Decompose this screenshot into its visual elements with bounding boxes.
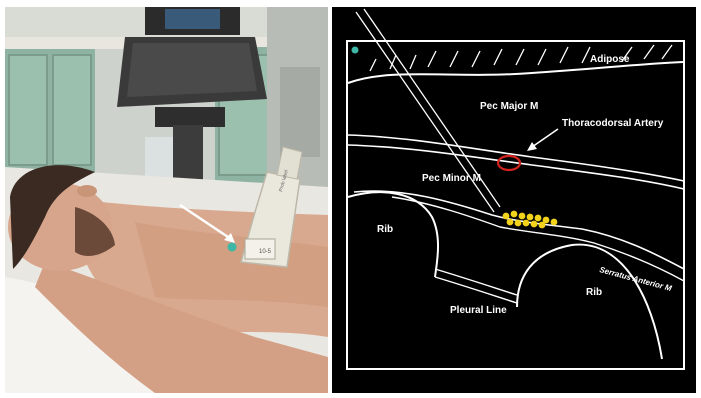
image-frame <box>347 41 684 369</box>
label-pleural-line: Pleural Line <box>450 305 507 316</box>
label-thoracodorsal-artery: Thoracodorsal Artery <box>562 118 663 129</box>
artery-pointer-head <box>527 142 537 151</box>
pec-minor-fascia <box>348 145 684 189</box>
pleural-line-lower <box>435 277 517 303</box>
label-pec-minor: Pec Minor M <box>422 173 481 184</box>
schematic-lines <box>332 7 696 393</box>
patient-photo: 10-5 Prob label <box>5 7 328 393</box>
patient-photo-illustration: 10-5 Prob label <box>5 7 328 393</box>
label-rib-left: Rib <box>377 224 393 235</box>
orientation-marker-icon <box>352 47 359 54</box>
pleural-line-upper <box>435 269 517 295</box>
label-rib-right: Rib <box>586 287 602 298</box>
artery-pointer <box>532 129 558 147</box>
label-pec-major: Pec Major M <box>480 101 538 112</box>
rib-right-outline <box>517 245 662 359</box>
orientation-marker-icon <box>228 243 237 252</box>
ultrasound-schematic: Adipose Pec Major M Thoracodorsal Artery… <box>332 7 696 393</box>
label-adipose: Adipose <box>590 54 629 65</box>
probe-face-text: 10-5 <box>259 249 272 255</box>
